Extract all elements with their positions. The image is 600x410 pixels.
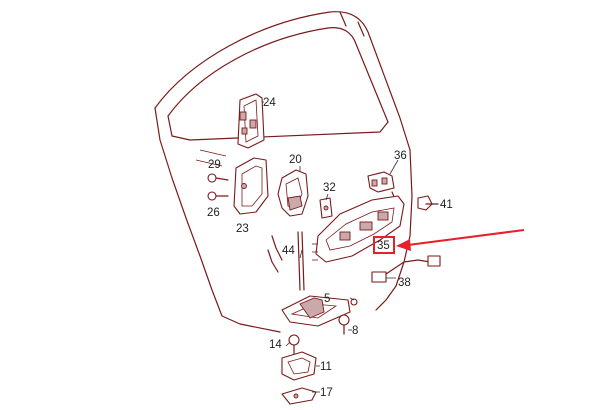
part-label-8: 8 [352, 325, 358, 337]
callout-box [373, 236, 395, 254]
callout-arrow-shaft [407, 229, 525, 246]
part-44-rod [297, 231, 305, 291]
part-38-connector [371, 255, 441, 283]
part-35-lock-assembly [312, 195, 405, 263]
part-label-14: 14 [269, 339, 282, 351]
part-label-11: 11 [320, 361, 332, 373]
part-23-gasket [233, 157, 269, 215]
part-label-29: 29 [208, 159, 221, 171]
leader-lines [262, 101, 438, 393]
part-32-clip [319, 197, 333, 219]
part-label-44: 44 [282, 245, 295, 257]
part-label-35: 35 [377, 240, 390, 252]
callout-highlight [373, 229, 525, 254]
part-label-5: 5 [324, 293, 330, 305]
callout-arrow-icon [396, 239, 411, 251]
part-26-screw [207, 191, 229, 201]
part-label-17: 17 [320, 387, 333, 399]
part-label-20: 20 [289, 154, 302, 166]
part-5-latch [281, 295, 358, 327]
part-label-24: 24 [263, 97, 276, 109]
part-20-handle [277, 169, 309, 217]
part-label-26: 26 [207, 207, 220, 219]
tailgate-outline [154, 11, 413, 333]
part-17-plate [281, 387, 317, 405]
part-36-bracket [367, 171, 395, 193]
part-label-36: 36 [394, 150, 407, 162]
part-label-23: 23 [236, 223, 249, 235]
part-11-striker [281, 351, 317, 381]
part-24-frame [237, 93, 265, 149]
part-29-screw [207, 173, 229, 183]
part-labels: 24 29 20 36 32 41 26 23 44 35 38 5 8 14 … [207, 97, 453, 399]
part-label-41: 41 [440, 199, 453, 211]
part-41-bolt [417, 195, 439, 211]
part-8-bolt [338, 314, 350, 335]
part-label-38: 38 [398, 277, 411, 289]
part-14-bolt [288, 334, 300, 357]
part-label-32: 32 [323, 182, 336, 194]
